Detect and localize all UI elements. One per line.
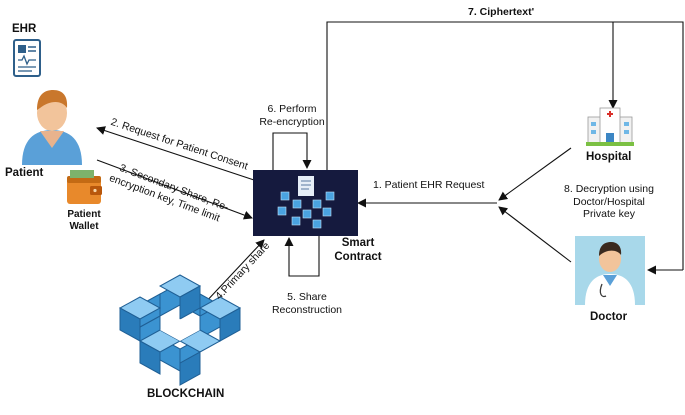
step-6-label-line2: Re-encryption [259, 115, 325, 128]
smart-contract-label-line1: Smart [341, 237, 375, 249]
hospital-building-icon [586, 107, 634, 146]
arrow-share-reconstruction-loop [284, 236, 320, 277]
arrow-re-encryption-loop [272, 132, 312, 170]
patient-wallet-label-line1: Patient [67, 209, 101, 220]
arrow-primary-share [202, 239, 265, 306]
patient-wallet-label: Patient Wallet [62, 209, 106, 233]
hospital-label: Hospital [586, 151, 632, 163]
wallet-icon [67, 170, 102, 204]
ehr-tablet-icon [13, 39, 41, 77]
smart-contract-label: Smart Contract [318, 237, 398, 265]
smart-contract-label-line2: Contract [334, 250, 382, 263]
patient-wallet-label-line2: Wallet [69, 221, 99, 232]
arrow-ciphertext [326, 21, 684, 275]
patient-avatar-icon [22, 90, 82, 165]
step-8-label-line1: 8. Decryption using [564, 183, 654, 195]
arrow-doctor-to-junction [498, 206, 572, 263]
blockchain-cubes-icon [118, 274, 242, 386]
arrow-secondary-share [96, 159, 253, 220]
step-1-label: 1. Patient EHR Request [373, 179, 485, 191]
step-8-label-line2: Doctor/Hospital [573, 195, 645, 208]
blockchain-label: BLOCKCHAIN [147, 388, 225, 400]
step-5-label-line1: 5. Share [287, 291, 327, 303]
doctor-avatar-icon [575, 236, 645, 305]
arrow-request-consent [96, 126, 255, 181]
step-8-label: 8. Decryption using Doctor/Hospital Priv… [555, 183, 663, 221]
step-6-label: 6. Perform Re-encryption [252, 103, 332, 128]
step-8-label-line3: Private key [583, 208, 635, 221]
ehr-label: EHR [12, 23, 37, 35]
step-5-label: 5. Share Reconstruction [262, 291, 352, 316]
step-6-label-line1: 6. Perform [267, 103, 317, 115]
step-5-label-line2: Reconstruction [271, 303, 343, 316]
patient-label: Patient [5, 167, 44, 179]
arrow-hospital-to-junction [498, 147, 572, 201]
smart-contract-icon [253, 170, 358, 236]
doctor-label: Doctor [590, 311, 628, 323]
step-7-label: 7. Ciphertext' [468, 6, 535, 18]
